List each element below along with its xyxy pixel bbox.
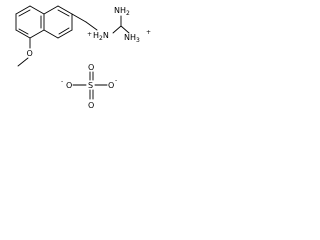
right-ammonium-label: NH3 [124,33,140,44]
sulfate-oxygen-right: O [108,81,114,90]
sulfate-oxygen-top: O [88,63,94,72]
sulfate-charge-right: - [115,77,117,84]
left-ammonium-charge: + [87,31,92,38]
left-ammonium-label: H2N [93,31,109,42]
methoxy-group: O [17,37,33,67]
sulfate-oxygen-bottom: O [88,101,94,110]
amine-label: NH2 [114,6,130,17]
sulfate-charge-left: - [61,78,63,85]
guanidinium-group: + H2N NH2 NH3 + [87,6,151,44]
sulfate-anion: S O O O O - - [61,63,117,110]
chemical-structure: O + H2N NH2 NH3 + S O O O O - - [15,5,151,110]
methoxy-oxygen-label: O [27,49,33,58]
naphthalene-rings [15,5,73,39]
methylene-linker [71,13,98,31]
sulfur-label: S [88,81,93,90]
right-ammonium-charge: + [146,29,151,36]
sulfate-oxygen-left: O [66,81,72,90]
